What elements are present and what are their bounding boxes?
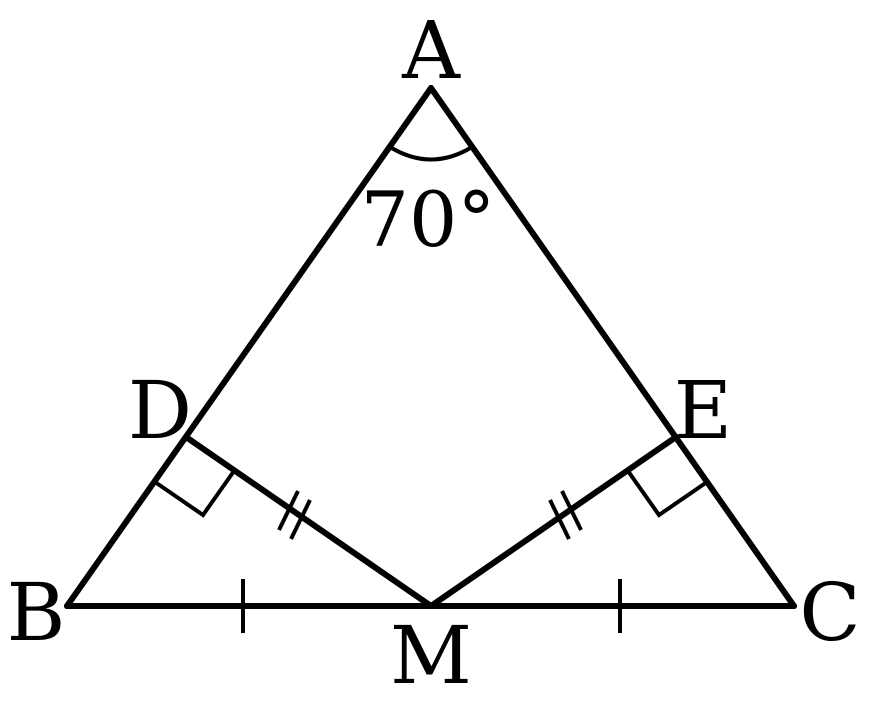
label-a: A xyxy=(401,4,461,97)
label-d: D xyxy=(128,364,192,457)
right-angle-mark-d xyxy=(153,469,236,518)
double-tick-md-2 xyxy=(289,499,312,540)
angle-arc-a xyxy=(388,145,474,162)
segment-md xyxy=(183,434,434,609)
label-e: E xyxy=(674,364,732,457)
label-m: M xyxy=(390,609,472,702)
double-tick-me-2 xyxy=(560,490,583,531)
angle-label-a: 70° xyxy=(361,175,496,264)
side-ac xyxy=(428,85,797,609)
label-b: B xyxy=(7,566,66,659)
label-c: C xyxy=(799,566,860,659)
segment-me xyxy=(428,434,679,609)
side-ab xyxy=(64,85,434,609)
double-tick-me-1 xyxy=(548,499,571,540)
right-angle-mark-e xyxy=(626,469,709,518)
double-tick-md-1 xyxy=(277,490,300,531)
